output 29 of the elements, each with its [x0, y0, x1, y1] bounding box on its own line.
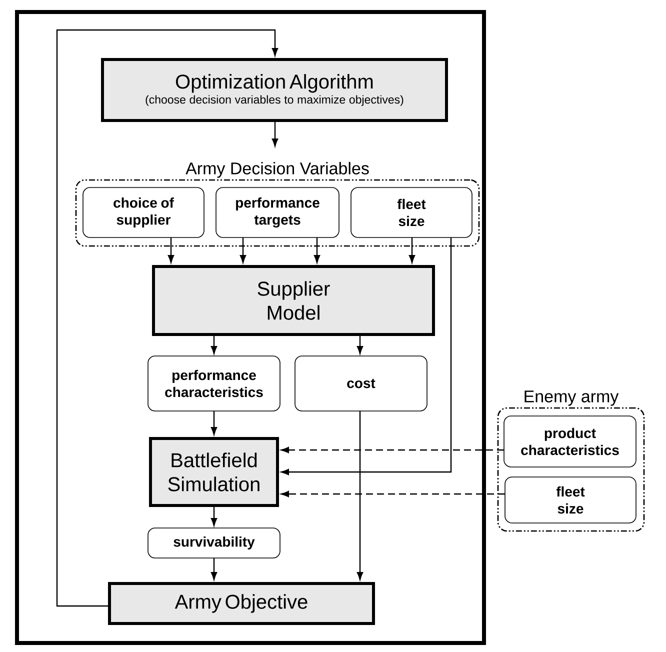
- process-box: Battlefield Simulation: [149, 437, 279, 507]
- arrow: [281, 446, 504, 454]
- arrow: [314, 238, 320, 263]
- arrow: [210, 411, 218, 435]
- variable-box: performance targets: [216, 187, 340, 238]
- variable-box: fleet size: [350, 187, 472, 238]
- arrow: [356, 411, 364, 580]
- process-box: Optimization Algorithm (choose decision variables to maximize objectives): [101, 58, 448, 122]
- group-heading: Enemy army: [524, 390, 619, 406]
- arrow: [272, 122, 278, 146]
- process-box: Supplier Model: [152, 265, 435, 336]
- output-box: performance characteristics: [148, 356, 280, 412]
- arrow: [210, 558, 218, 580]
- arrow: [168, 238, 174, 263]
- input-box: product characteristics: [504, 416, 636, 468]
- output-box: cost: [294, 356, 428, 412]
- variable-box: choice of supplier: [82, 187, 204, 238]
- arrow: [356, 336, 364, 354]
- input-box: fleet size: [504, 476, 636, 524]
- arrow: [210, 336, 218, 354]
- arrow: [408, 238, 416, 263]
- arrow: [281, 238, 452, 476]
- arrow: [56, 29, 278, 607]
- arrow: [281, 490, 505, 498]
- output-box: survivability: [148, 528, 280, 558]
- arrow: [210, 507, 218, 526]
- group-heading: Army Decision Variables: [186, 162, 369, 178]
- process-box: Army Objective: [108, 582, 375, 625]
- arrow: [240, 238, 246, 263]
